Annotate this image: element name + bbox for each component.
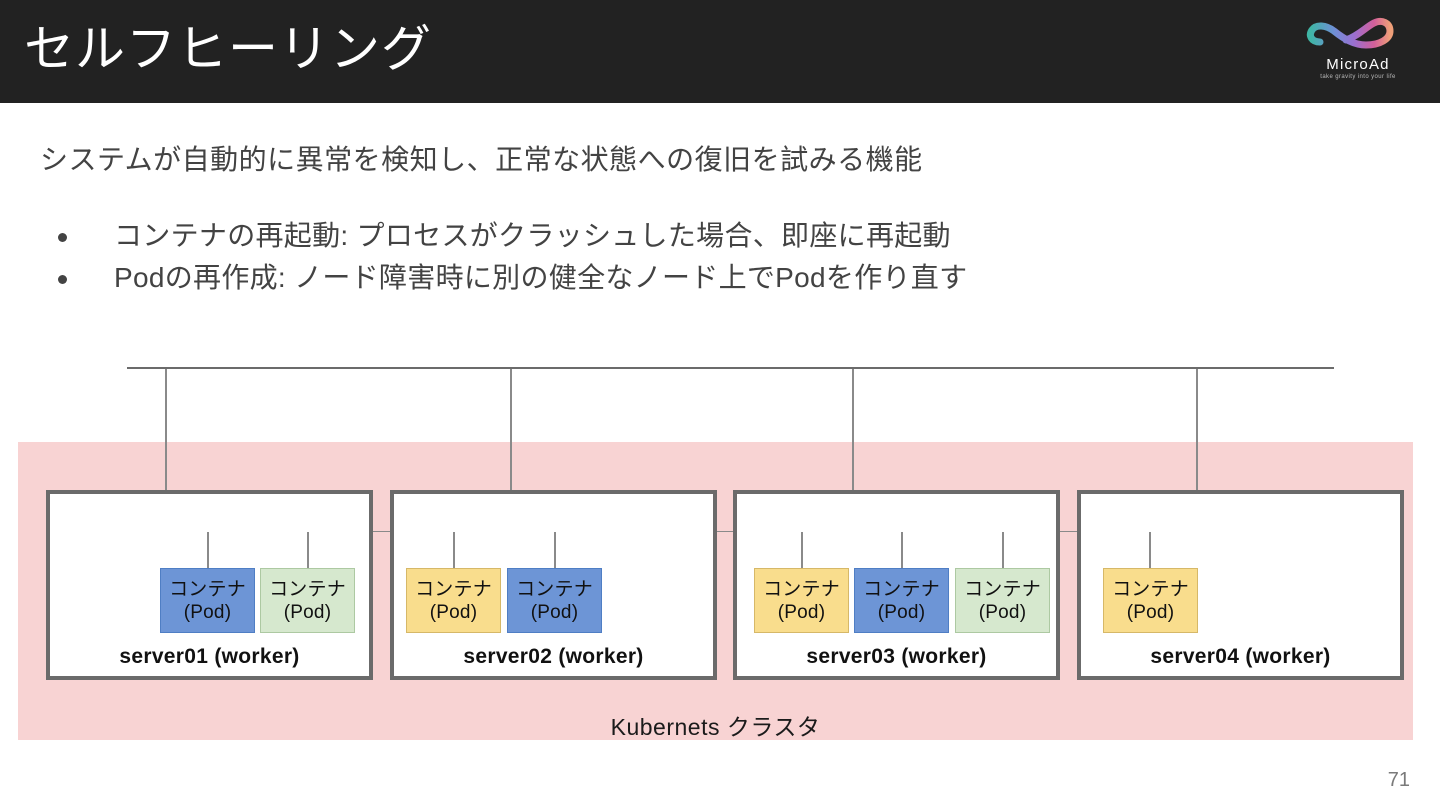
pod-box: コンテナ (Pod) [955, 568, 1050, 633]
pod-box: コンテナ (Pod) [260, 568, 355, 633]
pod-label-line1: コンテナ [964, 578, 1041, 600]
pod-label-line2: (Pod) [978, 601, 1027, 623]
cluster-diagram: server01 (worker) コンテナ (Pod) コンテナ (Pod) … [0, 330, 1440, 760]
pod-box: コンテナ (Pod) [507, 568, 602, 633]
network-drop-line [510, 369, 512, 537]
pod-label-line2: (Pod) [283, 601, 332, 623]
bullet-dot-icon [58, 275, 67, 284]
server-label: server04 (worker) [1150, 645, 1331, 668]
network-drop-line [165, 369, 167, 537]
pod-label-line1: コンテナ [863, 578, 940, 600]
network-drop-line [1196, 369, 1198, 537]
page-title: セルフヒーリング [24, 21, 432, 77]
logo-wordmark: MicroAd [1326, 56, 1390, 73]
pod-label-line1: コンテナ [269, 578, 346, 600]
pod-label-line2: (Pod) [183, 601, 232, 623]
lead-paragraph: システムが自動的に異常を検知し、正常な状態への復旧を試みる機能 [40, 144, 923, 175]
pod-box: コンテナ (Pod) [406, 568, 501, 633]
pod-link-line [1002, 532, 1004, 568]
pod-link-line [901, 532, 903, 568]
pod-bus-line [80, 531, 1378, 532]
bullet-list: コンテナの再起動: プロセスがクラッシュした場合、即座に再起動 Podの再作成:… [52, 215, 967, 299]
pod-box: コンテナ (Pod) [854, 568, 949, 633]
page-number: 71 [1387, 769, 1410, 791]
pod-link-line [1149, 532, 1151, 568]
pod-box: コンテナ (Pod) [754, 568, 849, 633]
pod-label-line2: (Pod) [429, 601, 478, 623]
slide-header: セルフヒーリング MicroAd take gravity into your … [0, 0, 1440, 103]
list-item-label: Podの再作成: ノード障害時に別の健全なノード上でPodを作り直す [114, 262, 968, 293]
list-item-label: コンテナの再起動: プロセスがクラッシュした場合、即座に再起動 [114, 220, 951, 251]
pod-label-line1: コンテナ [516, 578, 593, 600]
server-label: server01 (worker) [119, 645, 300, 668]
server-label: server02 (worker) [463, 645, 644, 668]
logo-tagline: take gravity into your life [1320, 74, 1396, 80]
list-item: コンテナの再起動: プロセスがクラッシュした場合、即座に再起動 [52, 215, 967, 257]
pod-label-line1: コンテナ [763, 578, 840, 600]
network-drop-line [852, 369, 854, 537]
pod-label-line2: (Pod) [1126, 601, 1175, 623]
pod-box: コンテナ (Pod) [1103, 568, 1198, 633]
microad-infinity-icon [1306, 17, 1394, 49]
network-bus-line [127, 367, 1334, 369]
pod-link-line [207, 532, 209, 568]
pod-label-line1: コンテナ [1112, 578, 1189, 600]
microad-logo: MicroAd take gravity into your life [1298, 10, 1418, 92]
pod-link-line [554, 532, 556, 568]
pod-label-line1: コンテナ [169, 578, 246, 600]
server-label: server03 (worker) [806, 645, 987, 668]
cluster-label: Kubernets クラスタ [610, 714, 821, 740]
pod-label-line2: (Pod) [877, 601, 926, 623]
pod-label-line1: コンテナ [415, 578, 492, 600]
pod-box: コンテナ (Pod) [160, 568, 255, 633]
list-item: Podの再作成: ノード障害時に別の健全なノード上でPodを作り直す [52, 257, 967, 299]
pod-label-line2: (Pod) [530, 601, 579, 623]
pod-link-line [453, 532, 455, 568]
bullet-dot-icon [58, 233, 67, 242]
pod-link-line [307, 532, 309, 568]
pod-link-line [801, 532, 803, 568]
pod-label-line2: (Pod) [777, 601, 826, 623]
